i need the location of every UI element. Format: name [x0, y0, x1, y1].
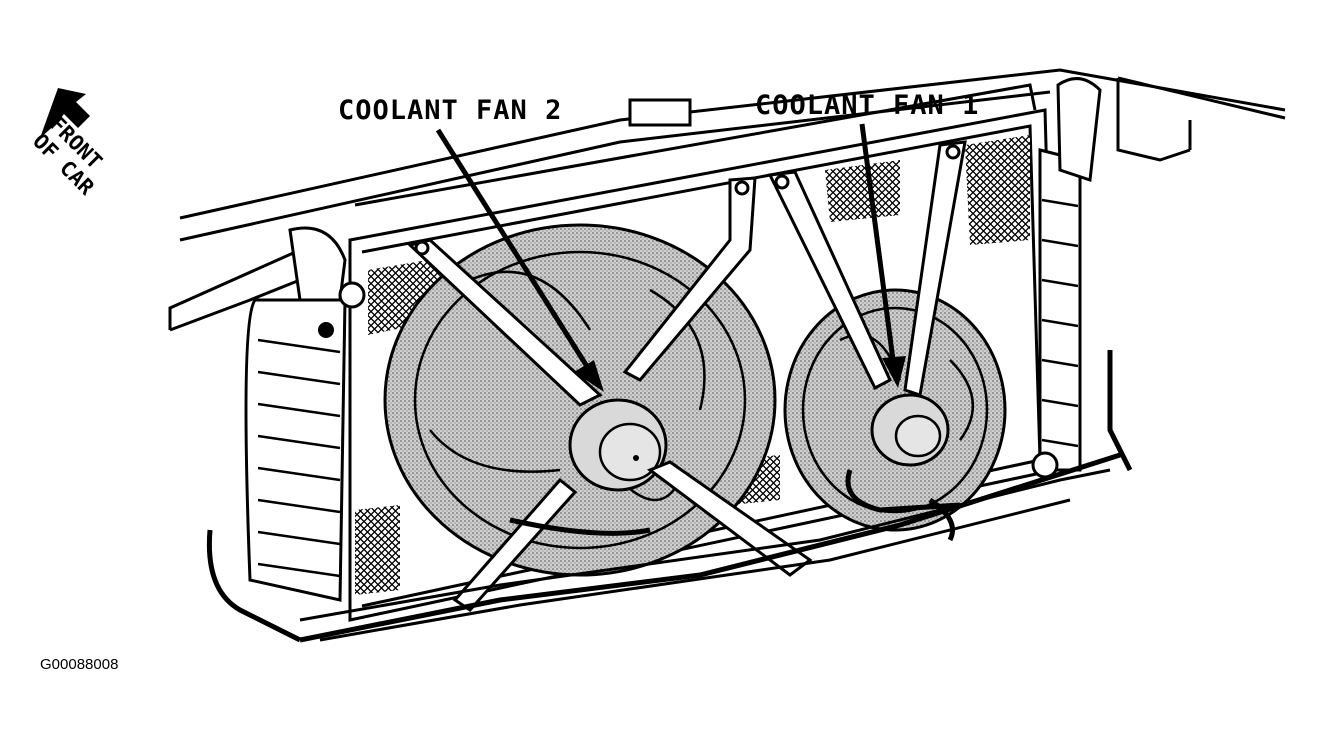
front-of-car-arrow-icon: [40, 88, 90, 138]
fan-mounting-brackets: [406, 140, 967, 612]
coolant-fan-1: [783, 288, 1007, 532]
left-radiator-tank: [244, 226, 366, 602]
lower-radiator-support: [299, 468, 1111, 642]
fan-1-leader-arrow: [859, 123, 906, 388]
coolant-fan-1-label: COOLANT FAN 1: [755, 90, 980, 121]
coolant-fan-2-label: COOLANT FAN 2: [338, 95, 563, 126]
upper-radiator-support: [168, 68, 1286, 332]
figure-reference-code: G00088008: [40, 656, 119, 673]
right-radiator-tank: [1031, 77, 1102, 479]
fan-2-leader-arrow: [435, 128, 604, 392]
